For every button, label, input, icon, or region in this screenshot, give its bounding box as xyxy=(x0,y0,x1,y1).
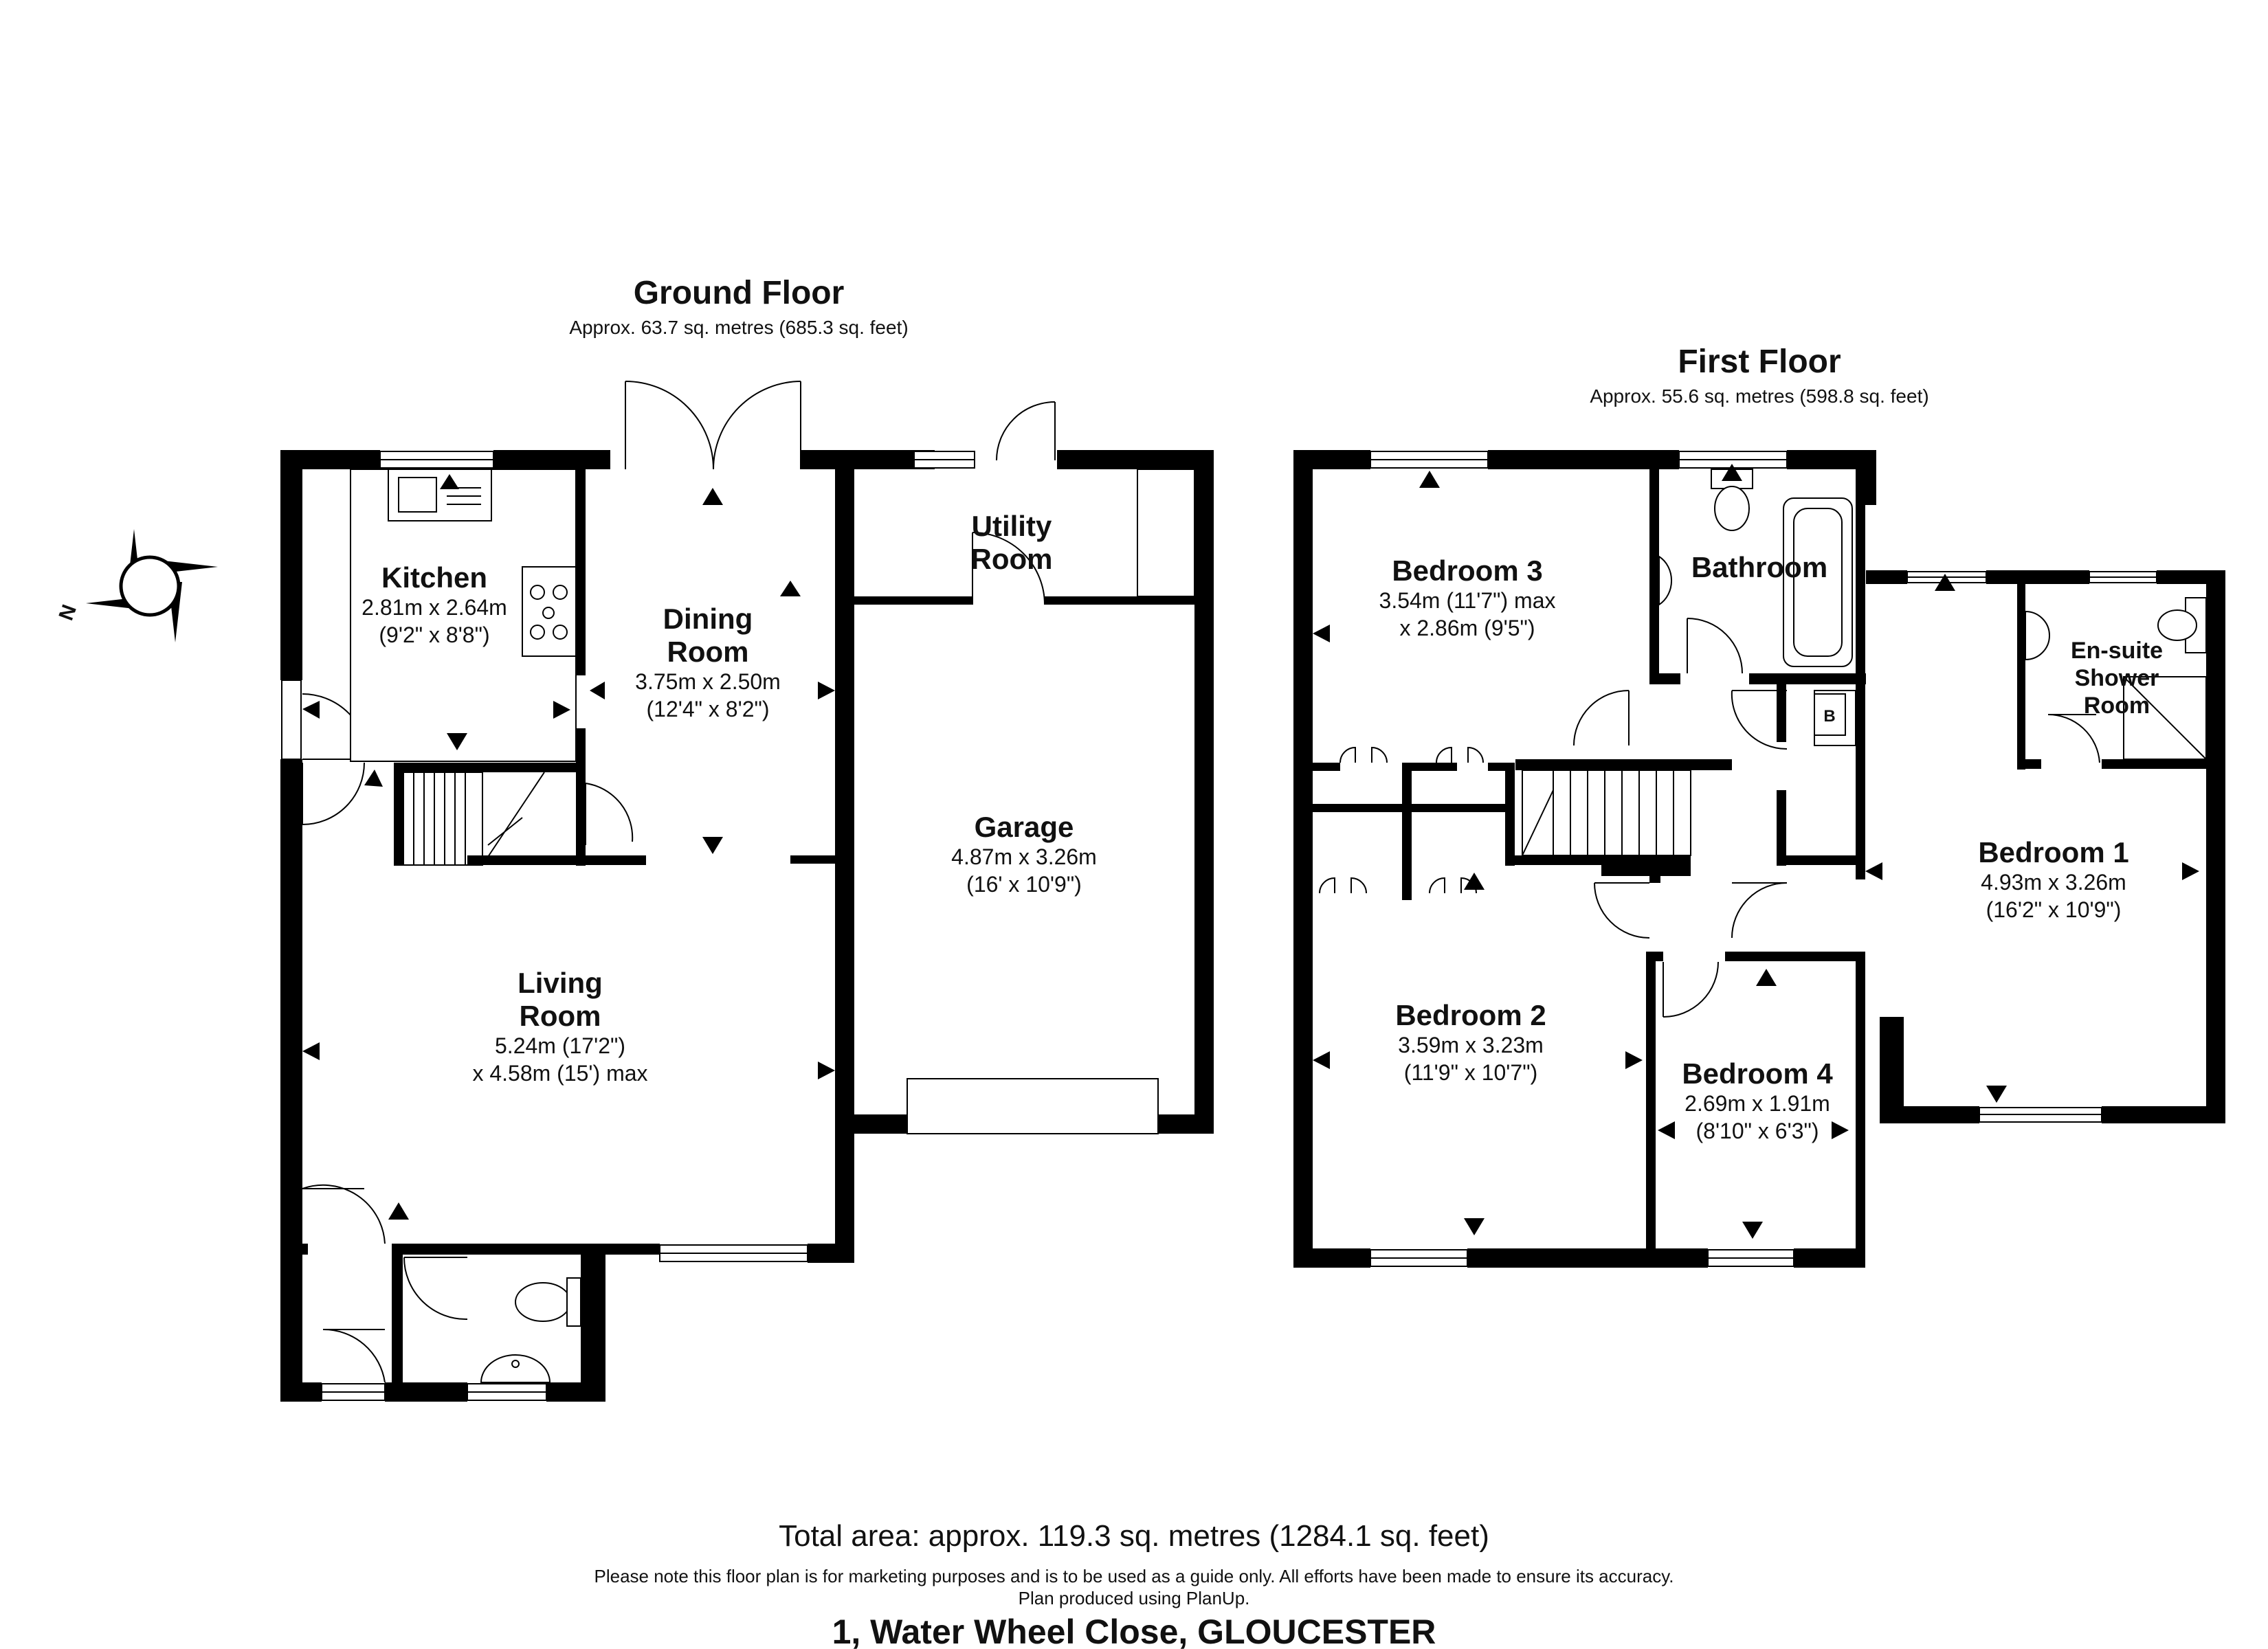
bedroom-3-label: Bedroom 3 3.54m (11'7") max x 2.86m (9'5… xyxy=(1379,554,1556,640)
living-room-name-1: Living xyxy=(518,967,603,999)
kitchen-dim-metric: 2.81m x 2.64m xyxy=(362,595,507,620)
ensuite-label: En-suite Shower Room xyxy=(2071,638,2163,719)
bedroom-4-label: Bedroom 4 2.69m x 1.91m (8'10" x 6'3") xyxy=(1682,1057,1833,1143)
bathroom-name: Bathroom xyxy=(1691,551,1827,583)
bedroom-4-dim-imperial: (8'10" x 6'3") xyxy=(1696,1119,1819,1143)
ground-floor-windows xyxy=(281,451,1159,1401)
bedroom-1-dim-metric: 4.93m x 3.26m xyxy=(1981,870,2126,895)
bedroom-1-label: Bedroom 1 4.93m x 3.26m (16'2" x 10'9") xyxy=(1978,836,2128,922)
ground-wc-fixtures xyxy=(480,1277,581,1383)
wardrobes xyxy=(1319,746,1484,900)
ground-floor-arrows xyxy=(302,474,835,1220)
disclaimer-note: Please note this floor plan is for marke… xyxy=(594,1566,1674,1586)
ensuite-name-3: Room xyxy=(2084,693,2150,719)
garage-label: Garage 4.87m x 3.26m (16' x 10'9") xyxy=(951,811,1097,897)
garage-name: Garage xyxy=(975,811,1074,843)
living-room-name-2: Room xyxy=(520,1000,601,1032)
ensuite-fixtures xyxy=(2025,597,2207,760)
ground-floor-title: Ground Floor xyxy=(634,275,845,311)
kitchen-name: Kitchen xyxy=(381,561,487,594)
first-floor-windows xyxy=(1370,451,2157,1267)
property-address: 1, Water Wheel Close, GLOUCESTER xyxy=(832,1613,1436,1649)
ground-floor-doors xyxy=(302,381,1056,1383)
living-room-dim-metric: 5.24m (17'2") xyxy=(495,1033,625,1058)
kitchen-dim-imperial: (9'2" x 8'8") xyxy=(379,622,489,647)
kitchen-fixtures xyxy=(350,469,577,762)
dining-room-dim-imperial: (12'4" x 8'2") xyxy=(646,697,769,721)
living-room-dim-imperial: x 4.58m (15') max xyxy=(472,1061,647,1086)
bedroom-3-name: Bedroom 3 xyxy=(1392,554,1542,587)
ground-floor-walls xyxy=(280,450,1214,1402)
utility-cupboard xyxy=(1137,469,1195,597)
dining-room-dim-metric: 3.75m x 2.50m xyxy=(635,669,781,694)
garage-dim-imperial: (16' x 10'9") xyxy=(966,872,1082,897)
kitchen-label: Kitchen 2.81m x 2.64m (9'2" x 8'8") xyxy=(362,561,507,647)
utility-room-name-2: Room xyxy=(971,543,1053,575)
bedroom-3-dim-metric: 3.54m (11'7") max xyxy=(1379,588,1556,613)
first-floor-stairs xyxy=(1522,770,1691,856)
first-floor-arrows xyxy=(1313,464,2199,1239)
compass-north-label: N xyxy=(55,602,81,624)
utility-room-label: Utility Room xyxy=(971,510,1053,575)
bedroom-2-dim-metric: 3.59m x 3.23m xyxy=(1398,1033,1544,1057)
bedroom-1-dim-imperial: (16'2" x 10'9") xyxy=(1986,897,2122,922)
ensuite-name-1: En-suite xyxy=(2071,638,2163,664)
bedroom-4-name: Bedroom 4 xyxy=(1682,1057,1833,1090)
compass-icon: N xyxy=(55,529,218,642)
boiler-cupboard: B xyxy=(1814,693,1846,736)
garage-dim-metric: 4.87m x 3.26m xyxy=(951,844,1097,869)
dining-room-label: Dining Room 3.75m x 2.50m (12'4" x 8'2") xyxy=(635,603,781,721)
ground-floor-stairs xyxy=(403,772,545,866)
living-room-label: Living Room 5.24m (17'2") x 4.58m (15') … xyxy=(472,967,647,1086)
dining-room-name-2: Room xyxy=(667,636,749,668)
first-floor-area: Approx. 55.6 sq. metres (598.8 sq. feet) xyxy=(1590,385,1928,407)
ground-floor-area: Approx. 63.7 sq. metres (685.3 sq. feet) xyxy=(569,317,908,338)
first-floor-doors xyxy=(1573,618,2100,1018)
first-floor-title: First Floor xyxy=(1678,344,1841,380)
bedroom-4-dim-metric: 2.69m x 1.91m xyxy=(1685,1091,1830,1116)
dining-room-name-1: Dining xyxy=(663,603,753,635)
boiler-label: B xyxy=(1823,707,1835,726)
bedroom-1-name: Bedroom 1 xyxy=(1978,836,2128,868)
planup-note: Plan produced using PlanUp. xyxy=(1019,1588,1250,1608)
bedroom-2-label: Bedroom 2 3.59m x 3.23m (11'9" x 10'7") xyxy=(1395,999,1546,1085)
ensuite-name-2: Shower xyxy=(2075,665,2159,691)
bedroom-2-dim-imperial: (11'9" x 10'7") xyxy=(1404,1060,1537,1085)
utility-room-name-1: Utility xyxy=(972,510,1052,542)
total-area: Total area: approx. 119.3 sq. metres (12… xyxy=(779,1519,1489,1553)
bedroom-2-name: Bedroom 2 xyxy=(1395,999,1546,1031)
bedroom-3-dim-imperial: x 2.86m (9'5") xyxy=(1399,616,1535,640)
